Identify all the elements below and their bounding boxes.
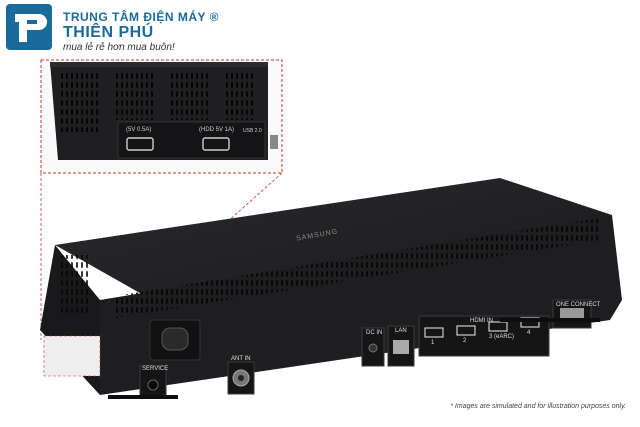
lan-port bbox=[393, 340, 409, 354]
service-label: SERVICE bbox=[142, 366, 169, 372]
dc-in-label: DC IN bbox=[366, 330, 383, 336]
hdmi2-label: 2 bbox=[463, 338, 467, 344]
brand-mark-icon bbox=[6, 4, 52, 50]
usb-port-1 bbox=[126, 137, 154, 151]
store-tagline: mua lẻ rẻ hơn mua buôn! bbox=[63, 42, 175, 53]
service-port bbox=[147, 379, 159, 391]
hdmi3-label: 3 (eARC) bbox=[489, 334, 515, 340]
power-socket bbox=[161, 327, 189, 351]
zoom-usb-label: USB 2.0 bbox=[243, 128, 262, 134]
store-name-line2: THIÊN PHÚ bbox=[63, 24, 154, 41]
hdmi1-label: 1 bbox=[431, 340, 435, 346]
zoom-port2-label: (HDD 5V 1A) bbox=[199, 127, 235, 133]
one-connect-label: ONE CONNECT bbox=[556, 302, 601, 308]
hdmi-port-1 bbox=[424, 327, 444, 338]
hdmi-in-label: HDMI IN bbox=[470, 318, 493, 324]
hdmi-port-3 bbox=[488, 321, 508, 332]
disclaimer-text: * Images are simulated and for illustrat… bbox=[450, 403, 626, 410]
ant-in-label: ANT IN bbox=[231, 356, 251, 362]
usb-port-2 bbox=[202, 137, 230, 151]
store-name-line1: TRUNG TÂM ĐIỆN MÁY ® bbox=[63, 10, 219, 24]
one-connect-port bbox=[560, 308, 584, 320]
store-logo: TRUNG TÂM ĐIỆN MÁY ® THIÊN PHÚ mua lẻ rẻ… bbox=[6, 4, 218, 54]
lan-label: LAN bbox=[395, 328, 407, 334]
hdmi4-label: 4 bbox=[527, 330, 531, 336]
hdmi-port-2 bbox=[456, 325, 476, 336]
device-top bbox=[55, 178, 612, 310]
device-front bbox=[100, 215, 622, 395]
zoom-port1-label: (5V 0.5A) bbox=[126, 127, 152, 133]
